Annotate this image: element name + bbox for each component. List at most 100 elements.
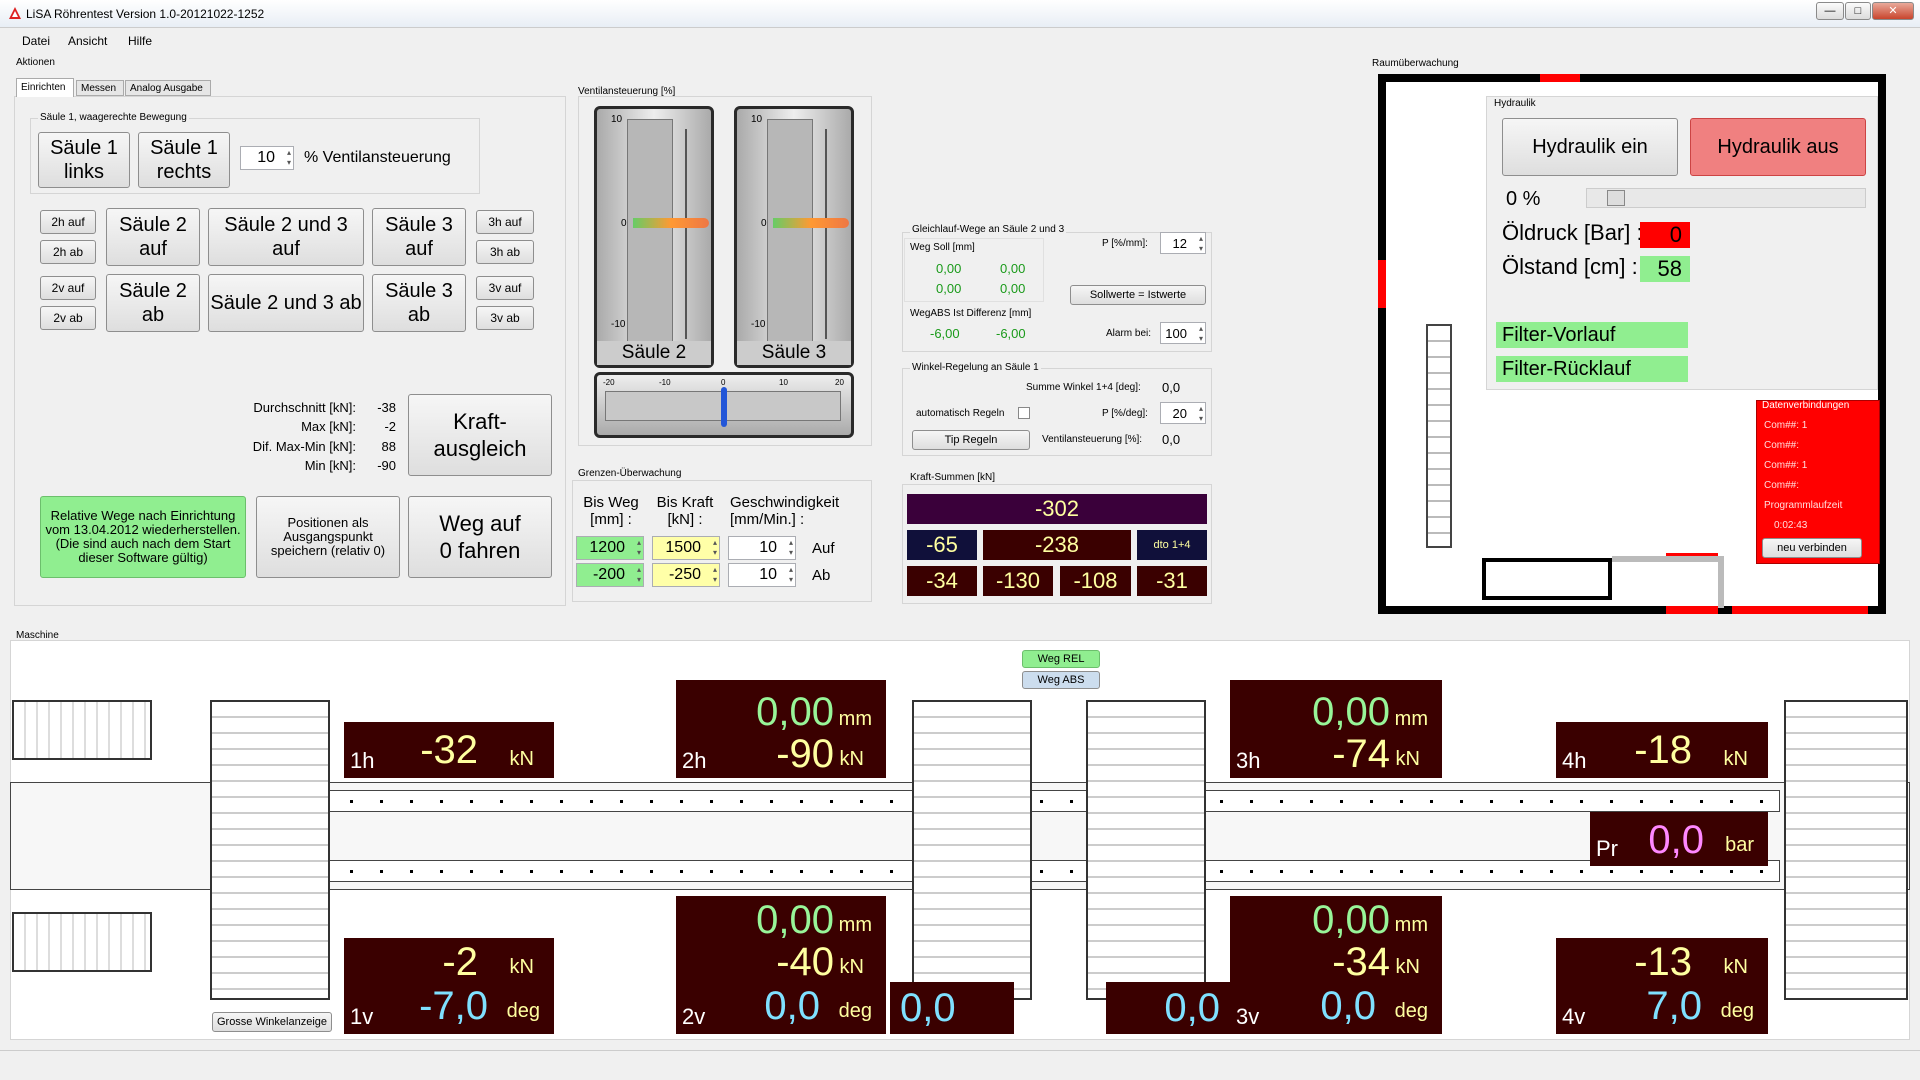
hgauge-tick-m20: -20 <box>603 378 615 387</box>
weg-rel-button[interactable]: Weg REL <box>1022 650 1100 668</box>
maximize-button[interactable]: □ <box>1845 2 1871 20</box>
saeule3-auf-button[interactable]: Säule 3 auf <box>372 208 466 266</box>
gleichlauf-label: Gleichlauf-Wege an Säule 2 und 3 <box>910 224 1067 235</box>
winkel-ventil-value: 0,0 <box>1162 432 1181 447</box>
neu-verbinden-button[interactable]: neu verbinden <box>1762 538 1862 558</box>
menu-bar <box>0 28 1920 50</box>
tab-einrichten[interactable]: Einrichten <box>16 78 74 97</box>
p-mm-spinner[interactable]: 12 <box>1160 232 1206 254</box>
2v-ab-button[interactable]: 2v ab <box>40 306 96 330</box>
maschine-label: Maschine <box>16 630 59 641</box>
display-2h-kn-unit: kN <box>839 748 864 770</box>
title-bar: LiSA Röhrentest Version 1.0-20121022-125… <box>0 0 1920 28</box>
auto-regeln-checkbox[interactable] <box>1018 407 1030 419</box>
oeldruck-value: 0 <box>1640 222 1690 248</box>
column-4 <box>1784 700 1908 1000</box>
kraft-summe-c3: -108 <box>1060 566 1131 596</box>
com-3: Com##: 1 <box>1764 460 1808 471</box>
column-1 <box>210 700 330 1000</box>
weg-auf-0-button[interactable]: Weg auf 0 fahren <box>408 496 552 578</box>
sollwerte-istwerte-button[interactable]: Sollwerte = Istwerte <box>1070 285 1206 305</box>
tab-analog-ausgabe[interactable]: Analog Ausgabe <box>125 80 211 96</box>
datenverbindungen-label: Datenverbindungen <box>1762 400 1850 411</box>
hydraulik-slider[interactable] <box>1586 188 1866 208</box>
grenzen-label: Grenzen-Überwachung <box>578 468 682 479</box>
2h-ab-button[interactable]: 2h ab <box>40 240 96 264</box>
column-3 <box>1086 700 1206 1000</box>
weg-limit-max[interactable]: 1200 <box>576 536 644 560</box>
relative-wege-button[interactable]: Relative Wege nach Einrichtung vom 13.04… <box>40 496 246 578</box>
saeule23-ab-button[interactable]: Säule 2 und 3 ab <box>208 274 364 332</box>
min-value: -90 <box>377 458 396 473</box>
tab-messen[interactable]: Messen <box>76 80 124 96</box>
display-2v-mm-unit: mm <box>838 914 872 936</box>
hydraulik-percent: 0 % <box>1506 188 1541 210</box>
saeule2-auf-button[interactable]: Säule 2 auf <box>106 208 200 266</box>
display-mid-right-value: 0,0 <box>1164 986 1220 1030</box>
display-1v-kn-unit: kN <box>509 956 534 978</box>
display-pr-label: Pr <box>1596 836 1618 861</box>
display-4h-kn: -18 <box>1634 728 1692 772</box>
summe-winkel-value: 0,0 <box>1162 380 1181 395</box>
filter-vorlauf-indicator: Filter-Vorlauf <box>1496 322 1688 348</box>
saeule1-rechts-button[interactable]: Säule 1 rechts <box>138 132 230 188</box>
ventil-percent-spinner[interactable]: 10 <box>240 146 294 170</box>
kraftausgleich-button[interactable]: Kraft-ausgleich <box>408 394 552 476</box>
menu-datei[interactable]: Datei <box>22 34 51 48</box>
3v-ab-button[interactable]: 3v ab <box>476 306 534 330</box>
kraft-summe-c1: -34 <box>907 566 977 596</box>
ab-label: Ab <box>812 567 831 584</box>
saeule1-links-button[interactable]: Säule 1 links <box>38 132 130 188</box>
3h-ab-button[interactable]: 3h ab <box>476 240 534 264</box>
saeule2-ab-button[interactable]: Säule 2 ab <box>106 274 200 332</box>
gauge3-needle <box>773 218 849 228</box>
weg-abs-button[interactable]: Weg ABS <box>1022 671 1100 689</box>
close-button[interactable]: ✕ <box>1872 2 1914 20</box>
raum-wall-line2 <box>1718 556 1724 608</box>
display-1v-kn: -2 <box>442 940 478 984</box>
tip-regeln-button[interactable]: Tip Regeln <box>912 430 1030 450</box>
3h-auf-button[interactable]: 3h auf <box>476 210 534 234</box>
3v-auf-button[interactable]: 3v auf <box>476 276 534 300</box>
durchschnitt-value: -38 <box>377 400 396 415</box>
2h-auf-button[interactable]: 2h auf <box>40 210 96 234</box>
kraft-limit-min[interactable]: -250 <box>652 563 720 587</box>
kraft-summe-dto: dto 1+4 <box>1137 530 1207 560</box>
bis-kraft-header: Bis Kraft [kN] : <box>656 494 714 528</box>
aktionen-label: Aktionen <box>16 57 55 68</box>
hydraulik-ein-button[interactable]: Hydraulik ein <box>1502 118 1678 176</box>
menu-ansicht[interactable]: Ansicht <box>68 34 108 48</box>
menu-hilfe[interactable]: Hilfe <box>128 34 153 48</box>
speed-ab[interactable]: 10 <box>728 563 796 587</box>
p-deg-spinner[interactable]: 20 <box>1160 402 1206 424</box>
raum-red-mark-b2 <box>1666 606 1718 614</box>
geschwindigkeit-header: Geschwindigkeit [mm/Min.] : <box>730 494 840 528</box>
grosse-winkelanzeige-button[interactable]: Grosse Winkelanzeige <box>212 1012 332 1032</box>
soll-2-oben: 0,00 <box>936 261 962 276</box>
display-mid-left: 0,0 <box>890 982 1014 1034</box>
2v-auf-button[interactable]: 2v auf <box>40 276 96 300</box>
weg-limit-min[interactable]: -200 <box>576 563 644 587</box>
positionen-speichern-button[interactable]: Positionen als Ausgangspunkt speichern (… <box>256 496 400 578</box>
saeule3-ab-button[interactable]: Säule 3 ab <box>372 274 466 332</box>
kraft-summe-c4: -31 <box>1137 566 1207 596</box>
display-2h-kn: -90 <box>776 732 834 776</box>
kraft-limit-max[interactable]: 1500 <box>652 536 720 560</box>
display-4v-deg-unit: deg <box>1720 1000 1754 1022</box>
saeule23-auf-button[interactable]: Säule 2 und 3 auf <box>208 208 364 266</box>
oelstand-value: 58 <box>1640 256 1690 282</box>
durchschnitt-label: Durchschnitt [kN]: <box>253 400 356 415</box>
gauge3-bottom: -10 <box>751 319 766 330</box>
display-1v-deg: -7,0 <box>419 984 488 1028</box>
hydraulik-aus-button[interactable]: Hydraulik aus <box>1690 118 1866 176</box>
display-3v-kn: -34 <box>1332 940 1390 984</box>
app-logo-icon <box>9 7 21 19</box>
gauge2-top: 10 <box>611 114 623 125</box>
minimize-button[interactable]: — <box>1816 2 1844 20</box>
weg-soll-label: Weg Soll [mm] <box>910 242 975 253</box>
auto-regeln-label: automatisch Regeln <box>916 408 1005 419</box>
display-mid-right: 0,0 <box>1106 982 1230 1034</box>
speed-auf[interactable]: 10 <box>728 536 796 560</box>
alarm-spinner[interactable]: 100 <box>1160 322 1206 344</box>
hgauge-tick-10: 10 <box>779 378 788 387</box>
